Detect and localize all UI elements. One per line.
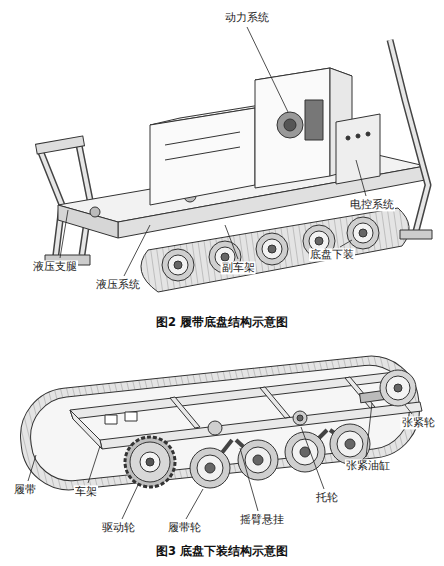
part-label: 驱动轮 bbox=[101, 521, 136, 534]
part-label: 张紧油缸 bbox=[345, 459, 391, 472]
part-label: 底盘下装 bbox=[309, 248, 355, 261]
electric-control-box bbox=[336, 114, 380, 184]
part-label: 托轮 bbox=[315, 491, 339, 504]
part-label: 摇臂悬挂 bbox=[239, 513, 285, 526]
power-unit bbox=[277, 112, 303, 138]
part-label: 液压支腿 bbox=[32, 260, 78, 273]
support-roller bbox=[293, 411, 307, 425]
undercarriage bbox=[16, 351, 424, 494]
road-wheels bbox=[190, 424, 370, 488]
cab-box bbox=[150, 108, 255, 205]
road-wheels bbox=[162, 217, 379, 281]
figure-caption: 图3 底盘下装结构示意图 bbox=[155, 545, 289, 559]
part-label: 履带 bbox=[13, 483, 37, 496]
right-outrigger bbox=[390, 40, 432, 239]
tracked-chassis bbox=[35, 40, 432, 292]
part-label: 履带轮 bbox=[167, 521, 202, 534]
rocker-suspension bbox=[210, 430, 350, 468]
leader-lines bbox=[60, 27, 366, 276]
part-label: 液压系统 bbox=[95, 278, 141, 291]
part-label: 车架 bbox=[74, 485, 98, 498]
part-label: 张紧轮 bbox=[401, 416, 436, 429]
engine-box bbox=[255, 68, 330, 188]
part-label: 副车架 bbox=[221, 261, 256, 274]
part-label: 动力系统 bbox=[224, 11, 270, 24]
figure-caption: 图2 履带底盘结构示意图 bbox=[155, 316, 289, 330]
drive-sprocket bbox=[125, 437, 175, 487]
tension-wheel bbox=[380, 370, 416, 406]
track bbox=[16, 351, 424, 494]
part-label: 电控系统 bbox=[349, 198, 395, 211]
leader-lines bbox=[28, 403, 412, 519]
